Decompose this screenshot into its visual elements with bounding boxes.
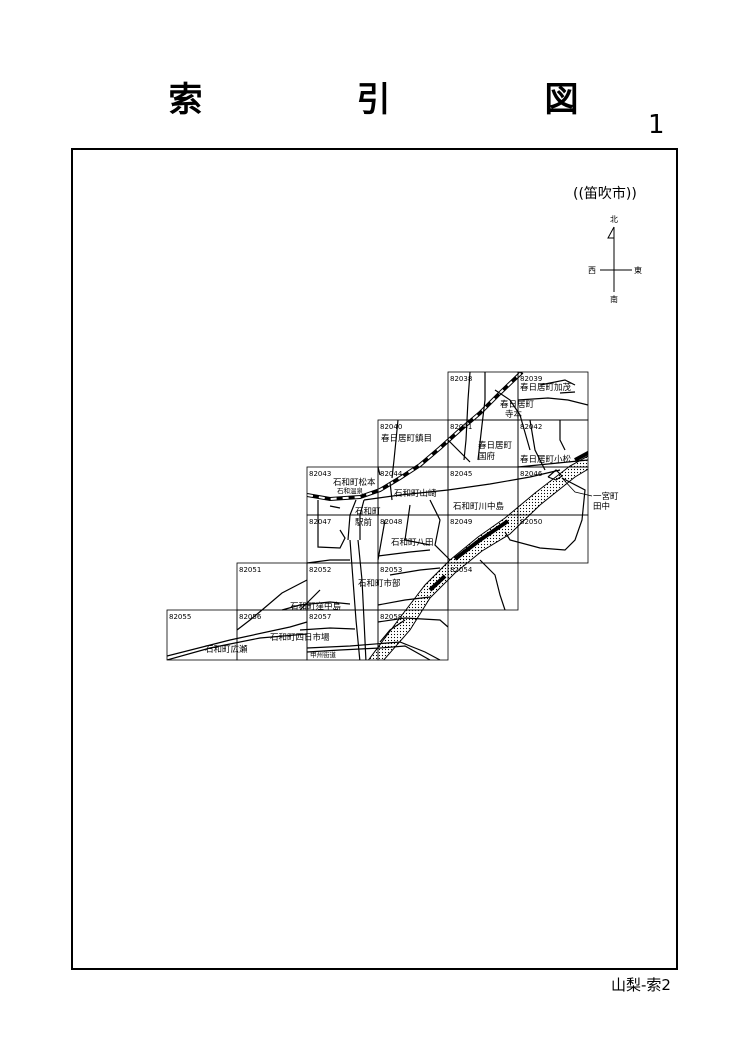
river-bank — [453, 519, 510, 561]
tile-number: 82052 — [309, 566, 331, 574]
tile-number: 82039 — [520, 375, 542, 383]
place-label: 田中 — [593, 501, 610, 512]
tile-grid — [166, 371, 589, 661]
tile-number: 82049 — [450, 518, 472, 526]
place-label: 春日居町 — [500, 399, 535, 410]
place-label: 一宮町 — [593, 491, 619, 502]
tile-number: 82051 — [239, 566, 261, 574]
footer-page-ref: 山梨-索2 — [611, 976, 671, 994]
place-label: 春日居町鎮目 — [381, 433, 432, 444]
tile-number: 82055 — [169, 613, 191, 621]
tile-number: 82038 — [450, 375, 472, 383]
page-title: 索 引 図 — [168, 80, 639, 120]
place-label: 石和町山崎 — [394, 488, 437, 499]
tile-number: 82044 — [380, 470, 403, 478]
tile-number: 82054 — [450, 566, 473, 574]
place-label: 石和町川中島 — [453, 501, 505, 512]
place-label: 石和町八田 — [391, 538, 434, 548]
tile-number: 82053 — [380, 566, 402, 574]
place-label: 国府 — [478, 451, 496, 462]
place-labels: 春日居町加茂 春日居町 寺本 春日居町鎮目 春日居町 国府 春日居町小松 石和町… — [205, 382, 619, 659]
tile-number: 82043 — [309, 470, 331, 478]
place-label: 石和町市部 — [358, 578, 401, 589]
tile-number: 82046 — [520, 470, 543, 478]
place-label: 石和町松本 — [333, 477, 376, 488]
place-label: 石和町四日市場 — [270, 632, 330, 643]
tile-numbers: 82038 82039 82040 82041 82042 82043 8204… — [169, 375, 543, 621]
tile-number: 82058 — [380, 613, 402, 621]
tile-number: 82057 — [309, 613, 331, 621]
map-frame — [71, 148, 678, 970]
map-features — [167, 372, 588, 660]
road-label: 甲州街道 — [310, 650, 337, 659]
place-label: 春日居町加茂 — [520, 382, 572, 393]
place-label: 駅前 — [355, 517, 373, 528]
station-label: 石和温泉 — [337, 486, 364, 495]
tile-number: 82040 — [380, 423, 402, 431]
tile-number: 82041 — [450, 423, 472, 431]
tile-number: 82045 — [450, 470, 472, 478]
place-label: 石和町広瀬 — [205, 644, 248, 655]
tile-number: 82056 — [239, 613, 262, 621]
place-label: 石和町窪中島 — [290, 601, 342, 612]
tile-number: 82048 — [380, 518, 402, 526]
place-label: 寺本 — [505, 409, 523, 420]
leader-line — [561, 477, 593, 497]
tile-number: 82050 — [520, 518, 542, 526]
place-label: 春日居町 — [478, 440, 513, 451]
place-label: 石和町 — [355, 507, 381, 517]
tile-number: 82042 — [520, 423, 542, 431]
page-number: 1 — [648, 110, 665, 140]
tile-number: 82047 — [309, 518, 331, 526]
place-label: 春日居町小松 — [520, 454, 572, 465]
city-label: ((笛吹市)) — [573, 186, 637, 202]
